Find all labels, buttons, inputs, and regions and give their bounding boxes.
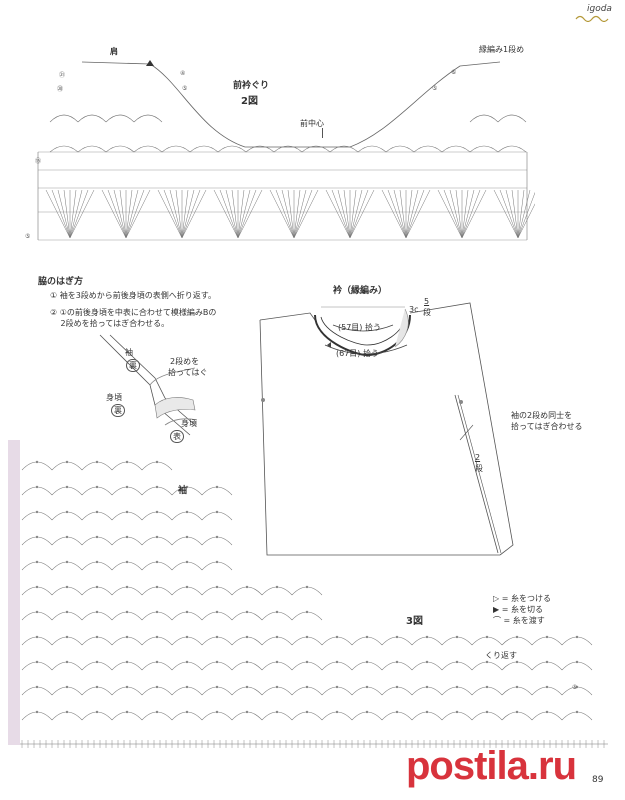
- collar-outer-count: (67目) 拾う: [336, 349, 379, 358]
- edging-row-label: 縁編み1段め: [479, 45, 525, 54]
- front-center-label: 前中心: [300, 119, 324, 128]
- neckline-title: 前衿ぐり: [233, 81, 270, 91]
- row-mark: ⑤: [432, 85, 438, 92]
- join-thread-icon: ▷: [493, 594, 500, 603]
- shoulder-label: 肩: [110, 47, 118, 56]
- collar-rows-value: 5: [424, 297, 430, 306]
- collar-rows-unit: 段: [423, 308, 431, 317]
- figure3-number: 3図: [406, 616, 423, 627]
- row-mark: ⑤: [182, 85, 188, 92]
- row-mark: ⑥: [451, 69, 457, 76]
- side-seam-diagram: [95, 330, 205, 445]
- sleeve-label: 袖: [125, 348, 133, 357]
- figure2-number: 2図: [241, 96, 258, 107]
- carry-thread-icon: ⌒: [493, 616, 501, 625]
- page-number: 89: [592, 775, 604, 785]
- watermark: postila.ru: [406, 744, 577, 788]
- figure3-sleeve-label: 袖: [178, 486, 188, 496]
- legend-text: = 糸を切る: [501, 605, 543, 614]
- body-front-label: 身頃: [181, 419, 197, 428]
- brand-ornament: [574, 14, 614, 22]
- sleeve-join-label: 袖の2段め同士を: [511, 411, 573, 420]
- legend: ▷ = 糸をつける ▶ = 糸を切る ⌒ = 糸を渡す: [493, 593, 551, 626]
- pickup-label: 2段めを: [170, 357, 200, 366]
- row-mark: ⑳: [57, 86, 64, 93]
- legend-item-cut: ▶ = 糸を切る: [493, 604, 551, 615]
- repeat-label: くり返す: [485, 651, 517, 660]
- collar-inner-count: (57目) 拾う: [338, 323, 381, 332]
- collar-title: 衿（縁編み）: [333, 286, 388, 296]
- legend-text: = 糸をつける: [501, 594, 551, 603]
- side-rows-unit: 段: [475, 464, 483, 473]
- side-seam-notes: ① 袖を3段めから前後身頃の表側へ折り返す。 ② ①の前後身頃を中表に合わせて模…: [50, 290, 216, 329]
- collar-schematic: [255, 295, 525, 565]
- note-line: ① 袖を3段めから前後身頃の表側へ折り返す。: [50, 291, 217, 300]
- row-mark: ④: [180, 70, 186, 77]
- brand-logo: igoda: [587, 4, 612, 14]
- pickup-label-2: 拾ってはぐ: [168, 368, 208, 377]
- body-back-badge: 裏: [111, 404, 125, 417]
- back-badge: 裏: [126, 359, 140, 372]
- row-mark: ⑤: [572, 684, 578, 691]
- note-line: 2段めを拾ってはぎ合わせる。: [50, 319, 170, 328]
- row-mark: ⑤: [25, 233, 31, 240]
- legend-item-join: ▷ = 糸をつける: [493, 593, 551, 604]
- row-mark: ⑮: [35, 158, 42, 165]
- cut-thread-icon: ▶: [493, 605, 500, 614]
- sleeve-join-label-2: 拾ってはぎ合わせる: [511, 422, 583, 431]
- legend-text: = 糸を渡す: [503, 616, 545, 625]
- front-center-line: [322, 128, 323, 138]
- figure2-chart: [30, 52, 535, 247]
- side-rows-value: 2: [475, 453, 481, 462]
- side-seam-title: 脇のはぎ方: [38, 277, 84, 287]
- legend-item-carry: ⌒ = 糸を渡す: [493, 615, 551, 626]
- collar-rows-prefix: 3c: [409, 305, 419, 314]
- front-badge: 表: [170, 430, 184, 443]
- row-mark: ㉑: [59, 72, 66, 79]
- figure3-chart: [8, 440, 613, 750]
- note-line: ② ①の前後身頃を中表に合わせて模様編みBの: [50, 308, 217, 317]
- body-label: 身頃: [106, 393, 122, 402]
